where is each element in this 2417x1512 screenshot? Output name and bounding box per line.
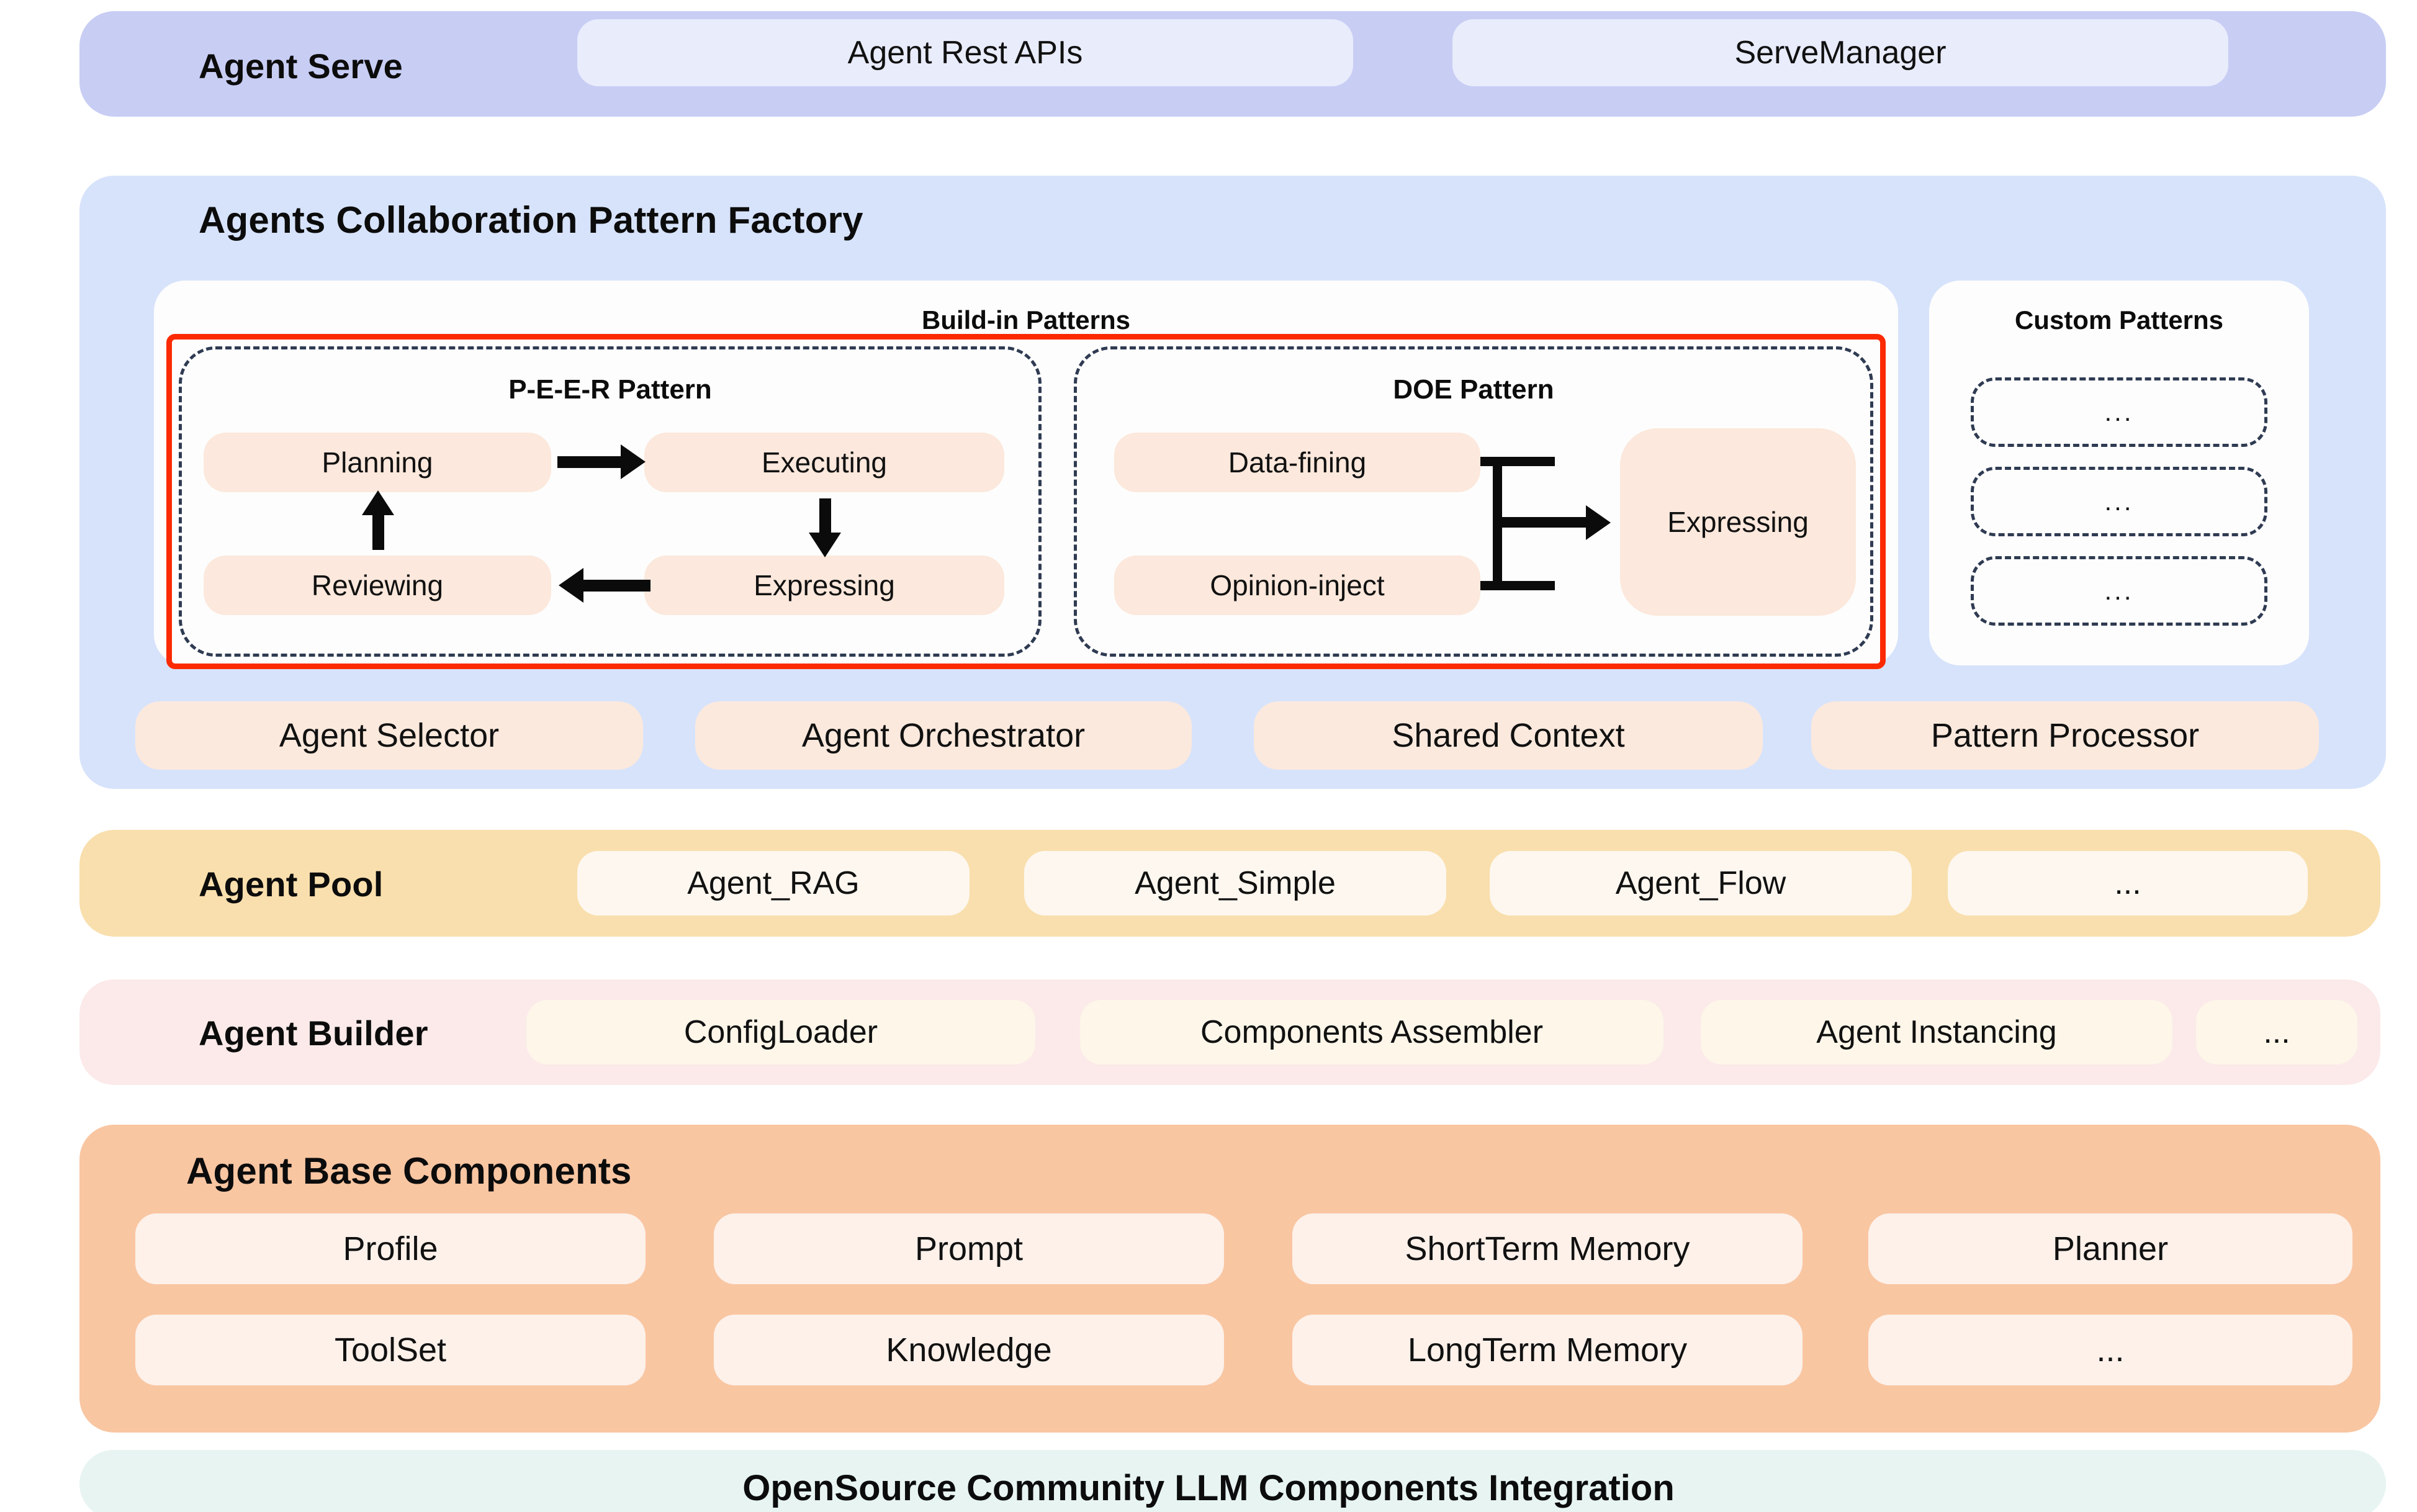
doe-node-data-fining[interactable]: Data-fining (1114, 433, 1480, 492)
service-pill-pattern-processor[interactable]: Pattern Processor (1811, 701, 2319, 770)
doe-node-opinion-inject[interactable]: Opinion-inject (1114, 556, 1480, 615)
peer-node-executing[interactable]: Executing (644, 433, 1004, 492)
service-pill-shared-context[interactable]: Shared Context (1254, 701, 1763, 770)
builder-pill-agent-instancing[interactable]: Agent Instancing (1701, 1000, 2172, 1064)
doe-node-expressing[interactable]: Expressing (1620, 428, 1856, 616)
base-pill-prompt[interactable]: Prompt (714, 1213, 1224, 1284)
base-pill-profile[interactable]: Profile (135, 1213, 646, 1284)
agent-serve-title: Agent Serve (199, 47, 403, 86)
arrow-executing-to-expressing-line (819, 498, 831, 539)
opensource-integration-band (79, 1450, 2386, 1512)
custom-patterns-caption: Custom Patterns (2014, 305, 2224, 335)
agent-builder-title: Agent Builder (199, 1014, 428, 1053)
custom-pattern-item-1[interactable]: ... (1971, 377, 2267, 447)
custom-pattern-item-3[interactable]: ... (1971, 556, 2267, 626)
serve-manager-pill[interactable]: ServeManager (1452, 19, 2228, 86)
service-pill-agent-selector[interactable]: Agent Selector (135, 701, 643, 770)
doe-pattern-group: DOE Pattern (1074, 346, 1873, 657)
pool-pill-agent-flow[interactable]: Agent_Flow (1490, 851, 1912, 916)
builder-pill-components-assembler[interactable]: Components Assembler (1080, 1000, 1663, 1064)
arrow-executing-to-expressing-head (809, 533, 841, 557)
pool-pill-more[interactable]: ... (1948, 851, 2308, 916)
peer-node-reviewing[interactable]: Reviewing (204, 556, 551, 615)
builder-pill-more[interactable]: ... (2196, 1000, 2357, 1064)
arrow-planning-to-executing-line (557, 456, 624, 468)
peer-pattern-title: P-E-E-R Pattern (508, 374, 712, 405)
doe-bracket-top-line (1480, 457, 1555, 466)
doe-pattern-title: DOE Pattern (1393, 374, 1554, 405)
service-pill-agent-orchestrator[interactable]: Agent Orchestrator (695, 701, 1192, 770)
base-pill-knowledge[interactable]: Knowledge (714, 1315, 1224, 1385)
arrow-expressing-to-reviewing-head (559, 568, 583, 603)
arrow-expressing-to-reviewing-line (583, 580, 650, 592)
peer-node-expressing[interactable]: Expressing (644, 556, 1004, 615)
agent-base-components-title: Agent Base Components (186, 1150, 632, 1192)
agent-pool-title: Agent Pool (199, 865, 384, 904)
doe-bracket-arrow-head (1586, 505, 1611, 540)
arrow-reviewing-to-planning-line (372, 509, 384, 550)
doe-bracket-arrow-line (1493, 517, 1592, 528)
builtin-patterns-highlight-border (166, 334, 1886, 669)
peer-pattern-group: P-E-E-R Pattern (179, 346, 1042, 657)
builder-pill-config-loader[interactable]: ConfigLoader (526, 1000, 1035, 1064)
base-pill-more[interactable]: ... (1868, 1315, 2352, 1385)
base-pill-planner[interactable]: Planner (1868, 1213, 2352, 1284)
pool-pill-agent-rag[interactable]: Agent_RAG (577, 851, 970, 916)
opensource-integration-title: OpenSource Community LLM Components Inte… (742, 1468, 1675, 1508)
builtin-patterns-caption: Build-in Patterns (921, 305, 1131, 335)
doe-bracket-bottom-line (1480, 581, 1555, 590)
peer-node-planning[interactable]: Planning (204, 433, 551, 492)
agent-rest-apis-pill[interactable]: Agent Rest APIs (577, 19, 1353, 86)
arrow-reviewing-to-planning-head (362, 490, 394, 515)
base-pill-longterm-memory[interactable]: LongTerm Memory (1292, 1315, 1803, 1385)
arrow-planning-to-executing-head (621, 444, 646, 479)
base-pill-toolset[interactable]: ToolSet (135, 1315, 646, 1385)
custom-pattern-item-2[interactable]: ... (1971, 467, 2267, 536)
pool-pill-agent-simple[interactable]: Agent_Simple (1024, 851, 1446, 916)
collaboration-factory-title: Agents Collaboration Pattern Factory (199, 199, 863, 241)
base-pill-shortterm-memory[interactable]: ShortTerm Memory (1292, 1213, 1803, 1284)
